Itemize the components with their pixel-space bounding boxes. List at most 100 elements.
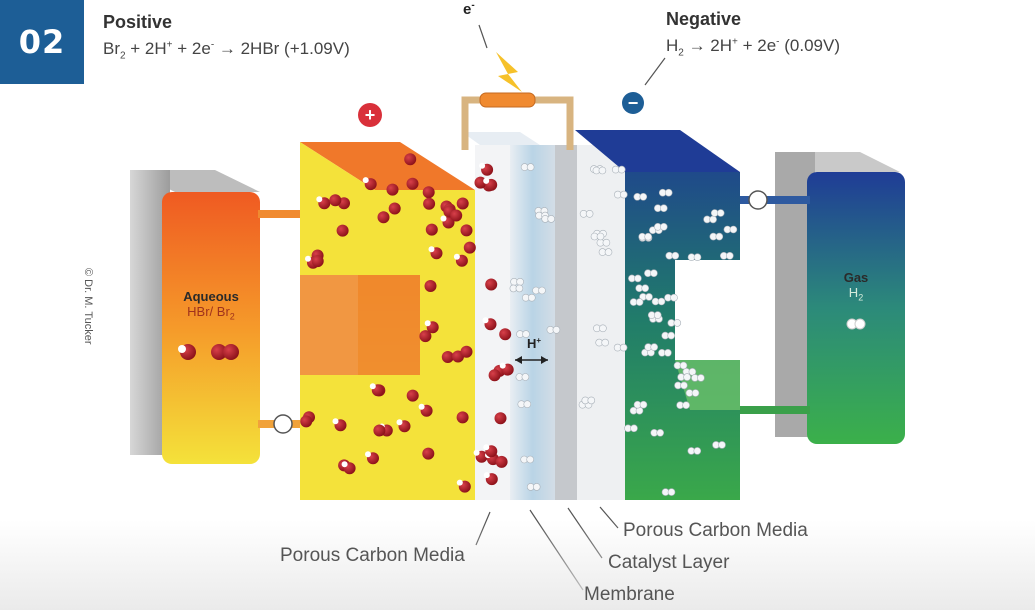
h2-atom-icon (602, 238, 611, 247)
h-atom-icon (428, 246, 435, 253)
h2-atom-icon (683, 373, 691, 381)
h2-atom-icon (641, 284, 650, 293)
h-atom-icon (483, 472, 490, 479)
br-atom-icon (425, 223, 438, 236)
h2-atom-icon (659, 204, 668, 212)
h2-atom-icon (715, 232, 724, 241)
br-atom-icon (422, 186, 435, 199)
h2-atom-icon (697, 374, 705, 382)
br-atom-icon (494, 412, 507, 425)
eq-text: Br (103, 39, 120, 58)
right-tank-subtitle-text: H (848, 285, 859, 300)
h-atom-icon (473, 449, 480, 456)
proton-sup: + (536, 336, 541, 345)
br-atom-icon (329, 194, 342, 207)
eq-text: + 2H (125, 39, 167, 58)
h2-atom-icon (670, 293, 678, 302)
pipe (738, 196, 810, 204)
negative-terminal-sign: − (628, 93, 639, 113)
credit-text: © Dr. M. Tucker (82, 268, 94, 345)
bromine-molecules (300, 153, 514, 493)
br-atom-icon (456, 197, 469, 210)
positive-electrode-block (300, 142, 475, 500)
h2-atom-icon (596, 232, 605, 241)
h2-atom-icon (656, 428, 665, 437)
right-tank-subtitle-sub: 2 (858, 292, 864, 303)
pipe (738, 406, 810, 414)
br-atom-icon (499, 328, 512, 341)
h-atom-icon (440, 215, 447, 222)
negative-equation: H2 → 2H+ + 2e- (0.09V) (666, 36, 840, 58)
br-atom-icon (406, 177, 419, 190)
br-atom-icon (386, 183, 399, 196)
br-atom-icon (460, 345, 473, 358)
h2-atom-icon (538, 286, 546, 295)
valve-icon (748, 190, 768, 210)
h2-atom-icon (639, 400, 648, 409)
br-atom-icon (311, 255, 324, 268)
eq-sup: + (732, 36, 738, 48)
h-atom-icon (482, 317, 489, 324)
h2-atom-icon (515, 284, 524, 293)
h2-atom-icon (526, 163, 535, 171)
h2-atom-icon (667, 488, 676, 496)
left-tank (130, 170, 260, 464)
eq-sub: 2 (678, 47, 684, 59)
left-tank-subtitle: HBr/ Br2 (165, 304, 257, 322)
h-atom-icon (453, 253, 460, 260)
hydrogen-atom-icon (178, 345, 186, 353)
h2-atom-icon (709, 215, 717, 224)
br-atom-icon (463, 241, 476, 254)
arrow-head-icon (515, 356, 522, 364)
br-atom-icon (404, 153, 417, 166)
leader-line (599, 506, 619, 529)
h2-atom-icon (523, 400, 532, 409)
negative-heading: Negative (666, 9, 742, 29)
electron-pointer (478, 24, 488, 49)
h-atom-icon (369, 383, 376, 390)
lightning-icon (496, 52, 522, 92)
br-atom-icon (441, 351, 454, 363)
h2-atom-icon (693, 253, 702, 262)
negative-electrode-block (575, 130, 740, 500)
electron-sup: - (471, 0, 475, 11)
h-atom-icon (396, 419, 403, 426)
h2-atom-icon (604, 248, 613, 256)
eq-text: + 2e (737, 36, 777, 55)
leader-line (567, 507, 603, 559)
h-atom-icon (316, 196, 323, 203)
br-atom-icon (406, 389, 419, 402)
hydrogen-molecules (509, 163, 738, 496)
h2-atom-icon (667, 331, 676, 340)
pipe (258, 210, 306, 218)
left-tank-subtitle-text: HBr/ Br (187, 304, 230, 319)
h-atom-icon (424, 320, 431, 327)
label-membrane: Membrane (584, 584, 675, 605)
h-atom-icon (341, 461, 348, 468)
h-atom-icon (365, 451, 371, 458)
h-atom-icon (483, 177, 490, 184)
eq-sup: + (166, 39, 173, 51)
eq-text: + 2e (172, 39, 211, 58)
h-atom-icon (483, 444, 490, 451)
leader-line (475, 511, 491, 546)
h2-atom-icon (547, 215, 556, 223)
h2-atom-icon (521, 373, 530, 381)
eq-sup: - (776, 36, 780, 48)
br2-molecule-icon (211, 344, 227, 360)
h2-atom-icon (691, 389, 700, 397)
h2-atom-icon (664, 188, 673, 197)
eq-text: (0.09V) (779, 36, 840, 55)
positive-terminal-sign: + (365, 105, 376, 125)
eq-text: → 2H (683, 36, 733, 55)
br-atom-icon (373, 424, 386, 437)
h2-atom-icon (725, 252, 734, 260)
h2-atom-icon (639, 193, 648, 201)
h2-atom-icon (522, 330, 530, 338)
positive-terminal-icon (358, 103, 382, 127)
left-tank-title: Aqueous (183, 289, 239, 304)
right-tank-title: Gas (843, 270, 869, 285)
load-resistor (479, 92, 536, 108)
valve-icon (273, 414, 293, 434)
